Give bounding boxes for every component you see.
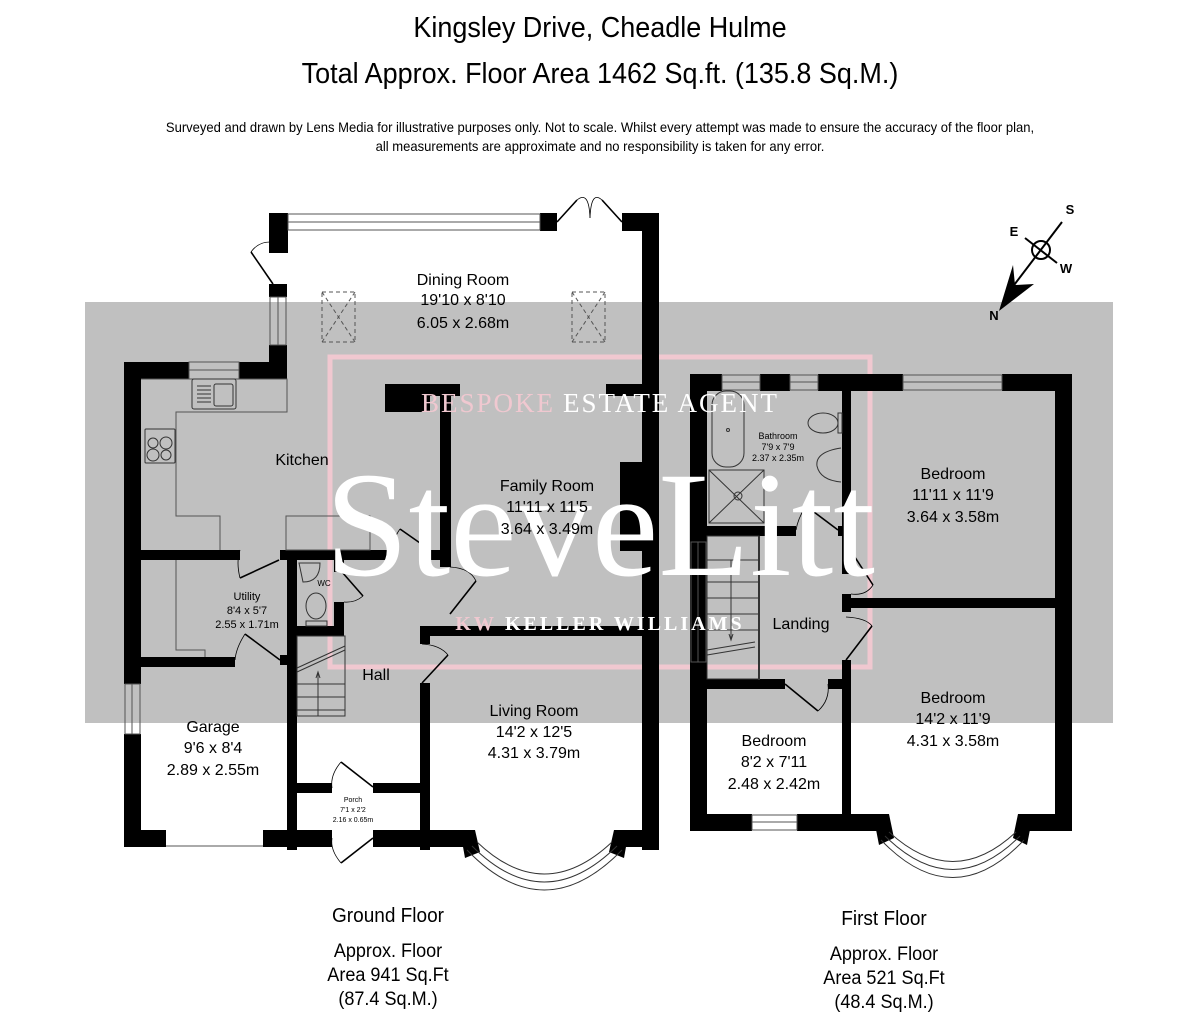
garage-window [124, 683, 141, 735]
svg-text:7'1 x 2'2: 7'1 x 2'2 [340, 807, 366, 814]
watermark-main-text: SteveLitt [325, 442, 875, 608]
dining-window [287, 213, 541, 231]
svg-text:2.48 x 2.42m: 2.48 x 2.42m [728, 776, 821, 793]
room-bedroom-3: Bedroom 8'2 x 7'11 2.48 x 2.42m [728, 733, 821, 793]
svg-text:9'6 x 8'4: 9'6 x 8'4 [184, 740, 243, 757]
room-bathroom: Bathroom 7'9 x 7'9 2.37 x 2.35m [752, 431, 804, 463]
disclaimer-line-1: Surveyed and drawn by Lens Media for ill… [165, 119, 1035, 135]
svg-text:19'10 x 8'10: 19'10 x 8'10 [420, 292, 505, 309]
ground-floor-area-1: Approx. Floor [333, 941, 443, 962]
bathroom-fixtures [708, 390, 843, 524]
room-wc: WC [317, 579, 331, 588]
svg-text:3.64 x 3.58m: 3.64 x 3.58m [907, 509, 1000, 526]
first-floor-stairs [706, 535, 760, 680]
svg-text:8'4 x 5'7: 8'4 x 5'7 [227, 605, 267, 617]
svg-text:Porch: Porch [344, 797, 362, 804]
roof-lights [321, 291, 606, 343]
first-floor-area-3: (48.4 Sq.M.) [834, 992, 934, 1013]
svg-text:Family Room: Family Room [500, 478, 594, 495]
ground-stairs [296, 635, 346, 717]
svg-text:S: S [1066, 202, 1075, 217]
room-kitchen: Kitchen [275, 452, 328, 469]
ground-floor-walls [124, 213, 659, 858]
first-floor-doors [784, 505, 874, 712]
svg-text:4.31 x 3.79m: 4.31 x 3.79m [488, 745, 581, 762]
svg-text:4.31 x 3.58m: 4.31 x 3.58m [907, 733, 1000, 750]
svg-text:N: N [989, 308, 998, 323]
svg-text:11'11 x 11'9: 11'11 x 11'9 [912, 487, 994, 504]
disclaimer: Surveyed and drawn by Lens Media for ill… [42, 118, 1158, 156]
ground-floor-doors [234, 196, 623, 864]
room-porch: Porch 7'1 x 2'2 2.16 x 0.65m [333, 797, 374, 824]
ground-floor-summary: Ground Floor Approx. Floor Area 941 Sq.F… [293, 904, 483, 1012]
svg-text:8'2 x 7'11: 8'2 x 7'11 [741, 754, 807, 771]
first-floor-area-1: Approx. Floor [829, 944, 939, 965]
svg-text:3.64 x 3.49m: 3.64 x 3.49m [501, 521, 594, 538]
svg-text:Utility: Utility [234, 591, 261, 603]
svg-text:6.05 x 2.68m: 6.05 x 2.68m [417, 315, 510, 332]
ground-floor-area-3: (87.4 Sq.M.) [338, 989, 438, 1010]
room-bedroom-1: Bedroom 11'11 x 11'9 3.64 x 3.58m [907, 466, 1000, 526]
wc-fixtures [298, 562, 328, 627]
svg-text:Bathroom: Bathroom [758, 431, 797, 441]
first-floor-walls [690, 374, 1072, 845]
kitchen-side-window [269, 296, 287, 346]
hob-icon [144, 428, 176, 464]
svg-text:14'2 x 12'5: 14'2 x 12'5 [496, 724, 572, 741]
svg-text:2.89 x 2.55m: 2.89 x 2.55m [167, 762, 260, 779]
first-floor-summary: First Floor Approx. Floor Area 521 Sq.Ft… [789, 907, 979, 1015]
watermark-frame [327, 354, 873, 670]
svg-text:Bedroom: Bedroom [921, 466, 986, 483]
svg-text:E: E [1010, 224, 1019, 239]
svg-text:Bedroom: Bedroom [742, 733, 807, 750]
svg-text:14'2 x 11'9: 14'2 x 11'9 [915, 711, 990, 728]
room-garage: Garage 9'6 x 8'4 2.89 x 2.55m [167, 719, 260, 779]
svg-text:7'9 x 7'9: 7'9 x 7'9 [762, 442, 795, 452]
svg-text:W: W [1060, 261, 1073, 276]
first-floor-area-2: Area 521 Sq.Ft [823, 968, 945, 989]
first-floor-label: First Floor [841, 908, 927, 930]
first-floor-windows [690, 374, 1003, 831]
room-utility: Utility 8'4 x 5'7 2.55 x 1.71m [215, 591, 279, 631]
svg-text:Dining Room: Dining Room [417, 272, 509, 289]
bedroom-bay-window [880, 831, 1025, 878]
room-hall: Hall [362, 667, 390, 684]
room-bedroom-2: Bedroom 14'2 x 11'9 4.31 x 3.58m [907, 690, 1000, 750]
svg-text:Living Room: Living Room [490, 703, 579, 720]
room-living: Living Room 14'2 x 12'5 4.31 x 3.79m [488, 703, 581, 762]
kitchen-worktops [141, 378, 371, 657]
svg-text:2.16 x 0.65m: 2.16 x 0.65m [333, 817, 374, 824]
svg-text:2.55 x 1.71m: 2.55 x 1.71m [215, 619, 279, 631]
living-bay-window [466, 841, 623, 891]
svg-text:11'11 x 11'5: 11'11 x 11'5 [506, 499, 588, 516]
ground-floor-label: Ground Floor [332, 905, 444, 927]
sink-icon [191, 378, 237, 410]
room-family: Family Room 11'11 x 11'5 3.64 x 3.49m [500, 478, 594, 538]
compass-icon: S E W N [989, 202, 1074, 323]
room-dining: Dining Room 19'10 x 8'10 6.05 x 2.68m [417, 272, 510, 332]
svg-text:Garage: Garage [186, 719, 239, 736]
total-floor-area: Total Approx. Floor Area 1462 Sq.ft. (13… [301, 58, 899, 90]
disclaimer-line-2: all measurements are approximate and no … [375, 138, 825, 154]
plan-title: Kingsley Drive, Cheadle Hulme [413, 12, 787, 44]
room-landing: Landing [773, 616, 830, 633]
svg-text:2.37 x 2.35m: 2.37 x 2.35m [752, 453, 804, 463]
svg-text:Bedroom: Bedroom [921, 690, 986, 707]
ground-floor-area-2: Area 941 Sq.Ft [327, 965, 449, 986]
